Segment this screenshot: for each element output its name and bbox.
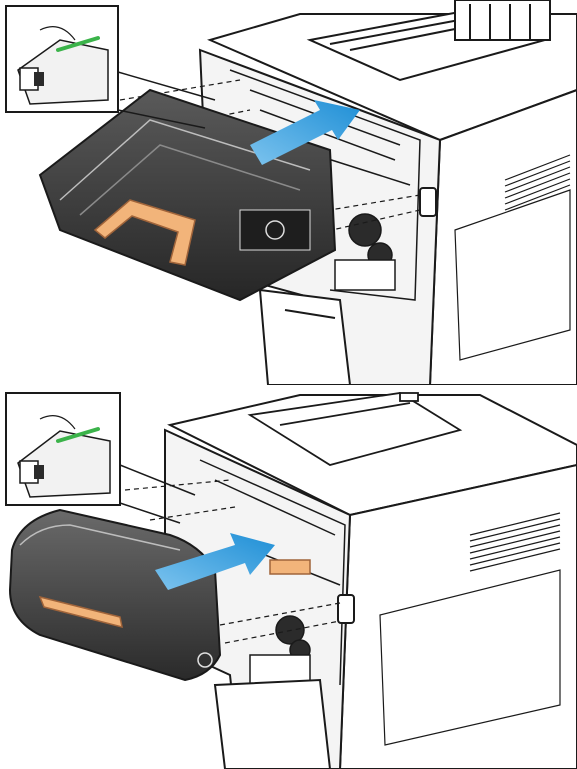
insert-direction-arrow [155,533,275,590]
side-vents [454,154,571,361]
output-tray [247,392,463,466]
toner-cartridge-handle [38,595,123,629]
output-tray [306,0,551,82]
front-door [258,288,352,385]
toner-cartridge-illustration [5,392,577,769]
step-insert-imaging-unit [5,0,577,385]
printer-interior [229,69,421,301]
front-door [213,678,332,769]
alignment-indicator [56,36,100,52]
imaging-unit-illustration [5,0,577,385]
side-vents [379,512,561,746]
toner-cartridge [8,508,222,682]
step-insert-toner-cartridge [0,385,577,769]
imaging-unit-handle [93,199,196,266]
detail-inset [5,392,196,524]
alignment-indicator [56,427,100,443]
detail-inset [5,5,216,129]
door-latch [337,594,355,624]
door-latch [419,187,437,217]
insert-direction-arrow [250,100,360,165]
alignment-guides [124,479,341,644]
